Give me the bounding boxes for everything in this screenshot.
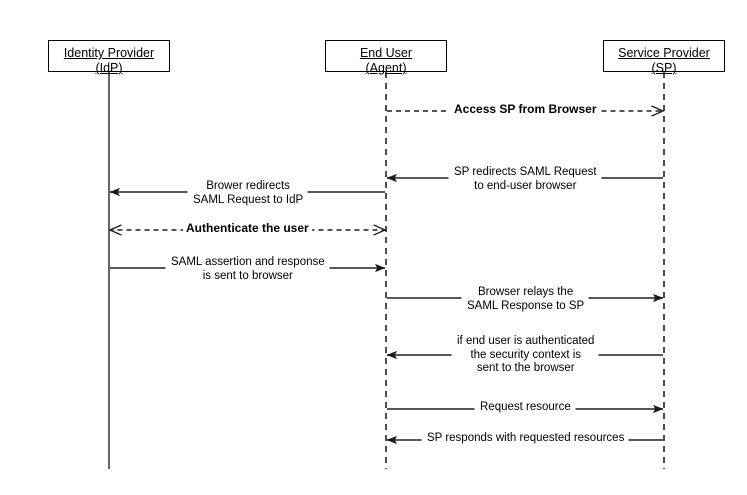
message-label-m4: Authenticate the user [183, 221, 312, 236]
message-label-m8: Request resource [477, 401, 574, 415]
message-label-m9: SP responds with requested resources [424, 432, 628, 446]
message-text-line: the security context is [470, 348, 582, 361]
message-text-line: SP redirects SAML Request [454, 166, 597, 178]
message-text-line: Access SP from Browser [454, 102, 597, 116]
message-text-line: is sent to browser [202, 269, 293, 282]
message-text-line: Request resource [480, 401, 571, 413]
message-arrows-group [110, 111, 663, 445]
message-text-line: SAML Request to IdP [193, 193, 304, 206]
actor-name-primary: Service Provider [618, 46, 710, 60]
message-text-line: sent to the browser [476, 362, 575, 374]
actor-name-primary: Identity Provider [63, 46, 155, 60]
actor-name-secondary: (SP) [651, 61, 677, 75]
message-text-line: to end-user browser [474, 179, 577, 192]
message-text-line: if end user is authenticated [457, 335, 595, 347]
actor-name-secondary: (Agent) [365, 61, 407, 75]
actor-box-idp[interactable]: Identity Provider(IdP) [48, 40, 170, 75]
actor-name-secondary: (IdP) [95, 61, 123, 75]
message-label-m1: Access SP from Browser [451, 102, 600, 117]
message-text-line: SAML Response to SP [467, 299, 585, 312]
lifelines-group [108, 72, 665, 469]
message-text-line: Browser relays the [477, 286, 574, 298]
actor-box-enduser[interactable]: End User(Agent) [325, 40, 447, 75]
message-text-line: SP responds with requested resources [427, 432, 625, 444]
message-text-line: Brower redirects [206, 180, 290, 192]
message-text-line: Authenticate the user [186, 221, 309, 235]
message-text-line: SAML assertion and response [171, 256, 325, 268]
actor-box-sp[interactable]: Service Provider(SP) [603, 40, 725, 75]
actor-name-primary: End User [359, 46, 413, 60]
